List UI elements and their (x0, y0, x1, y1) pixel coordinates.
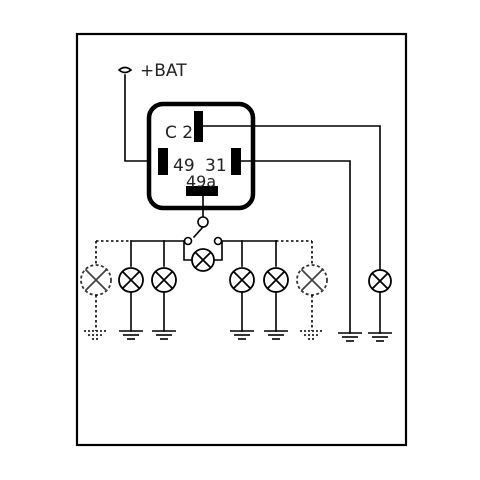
lamp-icon (229, 267, 255, 293)
pilot-lamp-left-lead (183, 240, 193, 261)
terminal-49a-blade (186, 186, 218, 196)
terminal-c2-label: C 2 (165, 123, 193, 143)
lamp-icon (80, 264, 112, 296)
lamp-icon (191, 248, 215, 272)
ground-icon (84, 330, 108, 340)
ground-icon (264, 330, 288, 340)
terminal-31-blade (231, 148, 241, 175)
ground-icon (119, 330, 143, 340)
lamp-icon (368, 269, 392, 293)
battery-label: +BAT (140, 61, 187, 81)
switch-contact-right (213, 236, 223, 246)
lamp-icon (151, 267, 177, 293)
switch-pivot (197, 216, 209, 228)
pilot-lamp-right-lead (213, 240, 223, 261)
lamp-icon (296, 264, 328, 296)
diagram-frame (75, 32, 408, 447)
ground-icon (152, 330, 176, 340)
switch-lever (192, 225, 205, 239)
ground-icon (300, 330, 324, 340)
terminal-31-wire (240, 160, 351, 334)
terminal-31-label: 31 (205, 156, 227, 176)
terminal-49-label: 49 (173, 156, 195, 176)
ground-icon (368, 332, 392, 342)
lamp-icon (118, 267, 144, 293)
c2-wire (202, 125, 381, 270)
ground-icon (338, 332, 362, 342)
terminal-49-blade (158, 148, 168, 175)
switch-contact-left (183, 236, 193, 246)
flasher-relay-icon (146, 101, 256, 211)
lamp-icon (263, 267, 289, 293)
ground-icon (230, 330, 254, 340)
terminal-49a-label: 49a (186, 172, 216, 191)
terminal-c2-blade (194, 111, 203, 142)
battery-terminal-icon (117, 66, 133, 74)
